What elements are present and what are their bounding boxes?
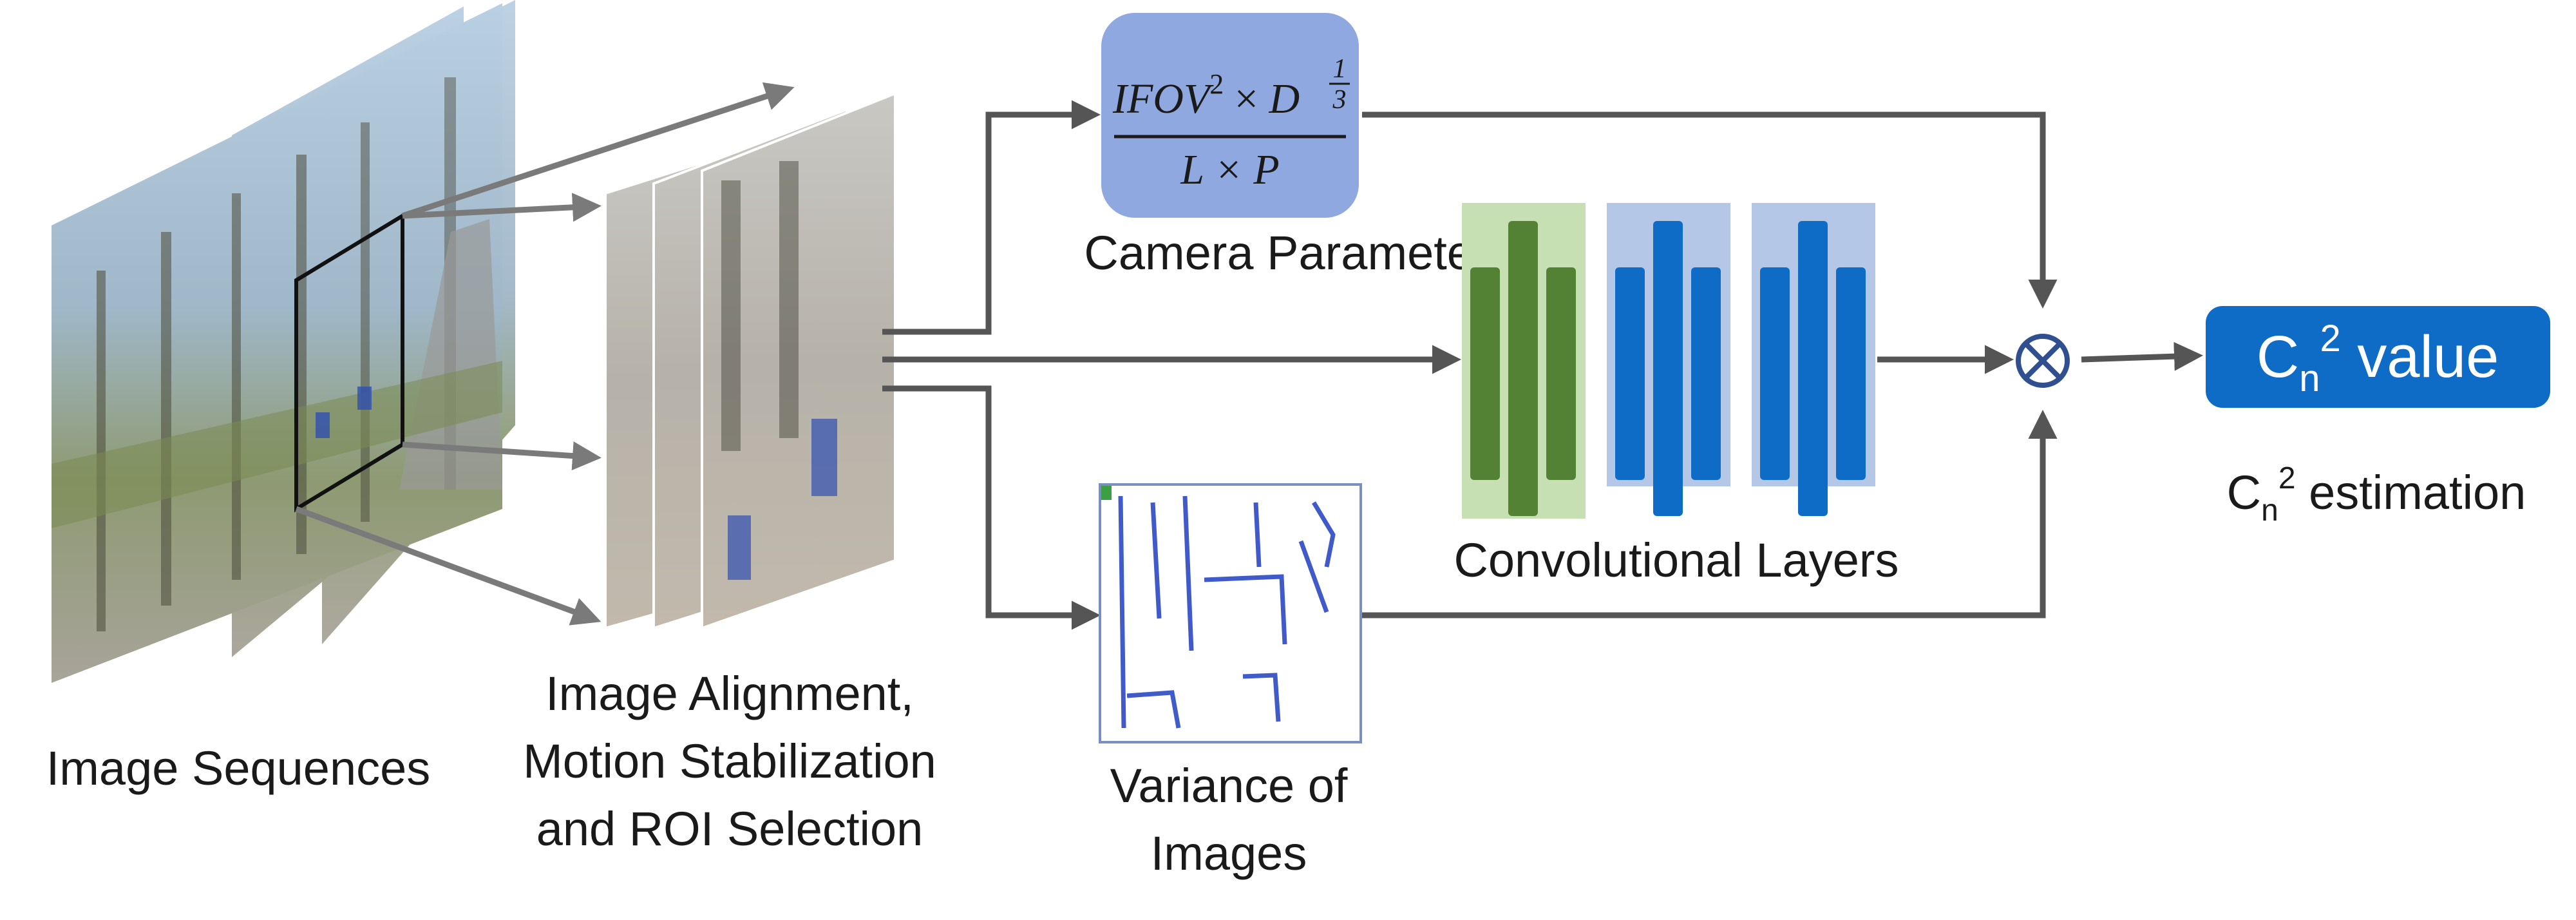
output-sup: 2 xyxy=(2320,318,2340,359)
conv-block-3-bar-center xyxy=(1798,221,1828,516)
output-box xyxy=(2206,306,2550,408)
estimation-sup: 2 xyxy=(2278,461,2296,495)
conv-block-2-bar-left xyxy=(1615,267,1645,480)
sequence-frame-front xyxy=(52,3,502,683)
svg-text:Cn2 value: Cn2 value xyxy=(2257,318,2499,399)
conv-block-1-bar-center xyxy=(1508,221,1538,516)
aligned-roi-stack xyxy=(604,91,896,630)
formula-box xyxy=(1101,13,1359,218)
variance-label-line1: Variance of xyxy=(1110,759,1348,812)
operator-cross-2 xyxy=(2023,341,2062,380)
image-sequence-stack xyxy=(52,0,515,683)
projection-line-4 xyxy=(295,506,601,626)
projection-line-3 xyxy=(402,441,601,471)
formula-denominator: L × P xyxy=(1180,146,1279,193)
formula-times: × xyxy=(1224,75,1269,122)
convolutional-layers xyxy=(1462,203,1875,519)
output-sub: n xyxy=(2299,358,2320,399)
formula-exp-2: 2 xyxy=(1209,68,1224,100)
arrow-variance-to-operator xyxy=(1362,410,2058,618)
alignment-label-line1: Image Alignment, xyxy=(545,667,914,720)
estimation-c: C xyxy=(2227,466,2261,519)
aligned-frame-3 xyxy=(701,91,896,630)
output-c: C xyxy=(2257,324,2299,390)
variance-edge-6 xyxy=(1298,540,1329,613)
output-rest: value xyxy=(2341,324,2499,390)
variance-edge-2 xyxy=(1150,502,1162,619)
estimation-rest: estimation xyxy=(2296,466,2526,519)
variance-edge-7 xyxy=(1126,690,1181,729)
variance-image xyxy=(1099,483,1362,743)
convolutional-layers-label: Convolutional Layers xyxy=(1454,533,1899,587)
arrow-operator-to-output xyxy=(2081,341,2203,371)
camera-parameter-label: Camera Parameter xyxy=(1084,226,1489,280)
image-sequences-label: Image Sequences xyxy=(46,742,431,795)
formula-d: D xyxy=(1269,75,1300,122)
arrow-to-variance xyxy=(882,385,1101,630)
camera-parameter-formula: IFOV2 × D 1 3 L × P xyxy=(1101,13,1359,218)
formula-ifov: IFOV xyxy=(1112,75,1214,122)
projection-line-2 xyxy=(402,193,601,222)
elementwise-product-operator xyxy=(2016,334,2070,388)
variance-label-line2: Images xyxy=(1151,827,1307,880)
conv-block-2-bar-right xyxy=(1691,267,1721,480)
formula-frac-num: 1 xyxy=(1333,54,1347,84)
conv-block-2-bar-center xyxy=(1653,221,1683,516)
formula-frac-den: 3 xyxy=(1332,85,1347,115)
variance-image-frame xyxy=(1099,483,1362,743)
svg-text:Cn2 estimation: Cn2 estimation xyxy=(2227,461,2526,528)
arrow-to-camera-parameter xyxy=(882,100,1101,335)
variance-edge-8 xyxy=(1242,673,1281,722)
arrow-camera-to-operator xyxy=(1362,111,2058,309)
alignment-label-line3: and ROI Selection xyxy=(536,802,923,856)
cn2-value-output: Cn2 value xyxy=(2206,306,2550,408)
conv-block-3-bar-left xyxy=(1760,267,1790,480)
variance-edge-1 xyxy=(1118,495,1126,729)
variance-corner-marker xyxy=(1101,486,1112,500)
conv-block-1-bar-right xyxy=(1546,267,1576,480)
variance-edge-3 xyxy=(1182,495,1194,651)
roi-projection-lines xyxy=(295,82,795,626)
estimation-sub: n xyxy=(2261,494,2278,528)
conv-block-3-bar-right xyxy=(1836,267,1866,480)
svg-text:IFOV2 × D: IFOV2 × D xyxy=(1112,68,1300,122)
flow-arrows xyxy=(882,100,2203,630)
conv-block-1-bar-left xyxy=(1470,267,1500,480)
variance-edge-9 xyxy=(1311,501,1336,568)
projection-line-1 xyxy=(401,82,795,219)
variance-edge-4 xyxy=(1204,574,1287,645)
variance-edge-5 xyxy=(1253,502,1262,568)
alignment-label-line2: Motion Stabilization xyxy=(523,734,936,788)
